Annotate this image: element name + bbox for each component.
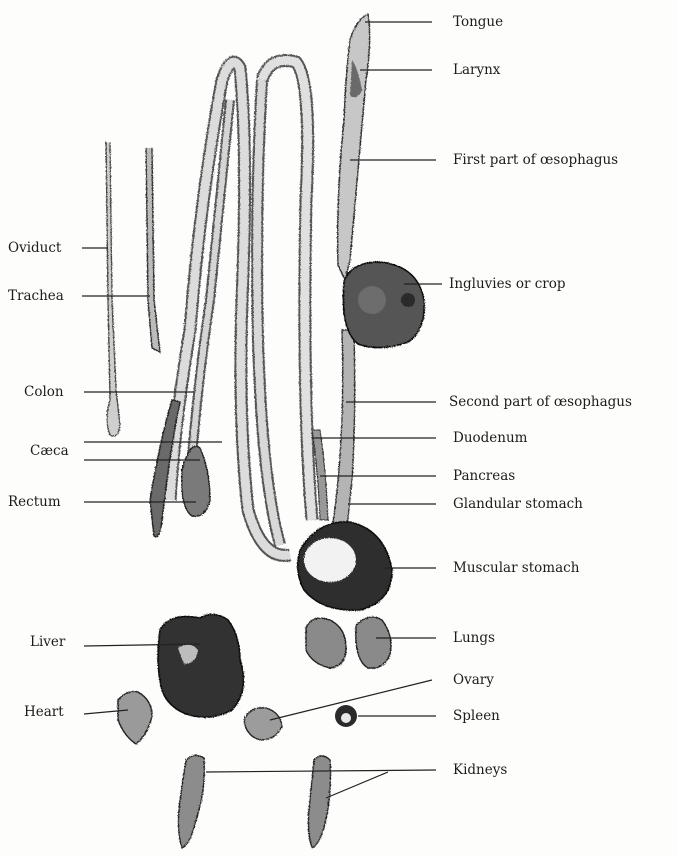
label-ovary: Ovary	[453, 672, 494, 688]
heart-drawing	[118, 692, 152, 744]
label-glandular-stomach: Glandular stomach	[453, 496, 583, 512]
label-trachea: Trachea	[8, 288, 64, 304]
leader-kidney-right	[326, 772, 388, 798]
spleen-drawing	[335, 705, 357, 727]
ovary-drawing	[244, 708, 282, 740]
label-oviduct: Oviduct	[8, 240, 61, 256]
liver-drawing	[158, 614, 244, 717]
label-rectum: Rectum	[8, 494, 61, 510]
label-kidneys: Kidneys	[453, 762, 507, 778]
kidneys-drawing	[178, 755, 330, 848]
trachea-drawing	[146, 148, 160, 352]
label-larynx: Larynx	[453, 62, 500, 78]
label-duodenum: Duodenum	[453, 430, 527, 446]
label-crop: Ingluvies or crop	[449, 276, 566, 292]
crop-drawing	[343, 262, 424, 348]
label-lungs: Lungs	[453, 630, 495, 646]
label-liver: Liver	[30, 634, 65, 650]
label-colon: Colon	[24, 384, 64, 400]
label-second-oesophagus: Second part of œsophagus	[449, 394, 632, 410]
label-tongue: Tongue	[453, 14, 503, 30]
label-first-oesophagus: First part of œsophagus	[453, 152, 618, 168]
label-spleen: Spleen	[453, 708, 500, 724]
label-caeca: Cæca	[30, 443, 69, 459]
label-heart: Heart	[24, 704, 64, 720]
muscular-stomach-drawing	[298, 522, 392, 610]
label-pancreas: Pancreas	[453, 468, 515, 484]
lungs-drawing	[306, 617, 391, 668]
label-muscular-stomach: Muscular stomach	[453, 560, 579, 576]
